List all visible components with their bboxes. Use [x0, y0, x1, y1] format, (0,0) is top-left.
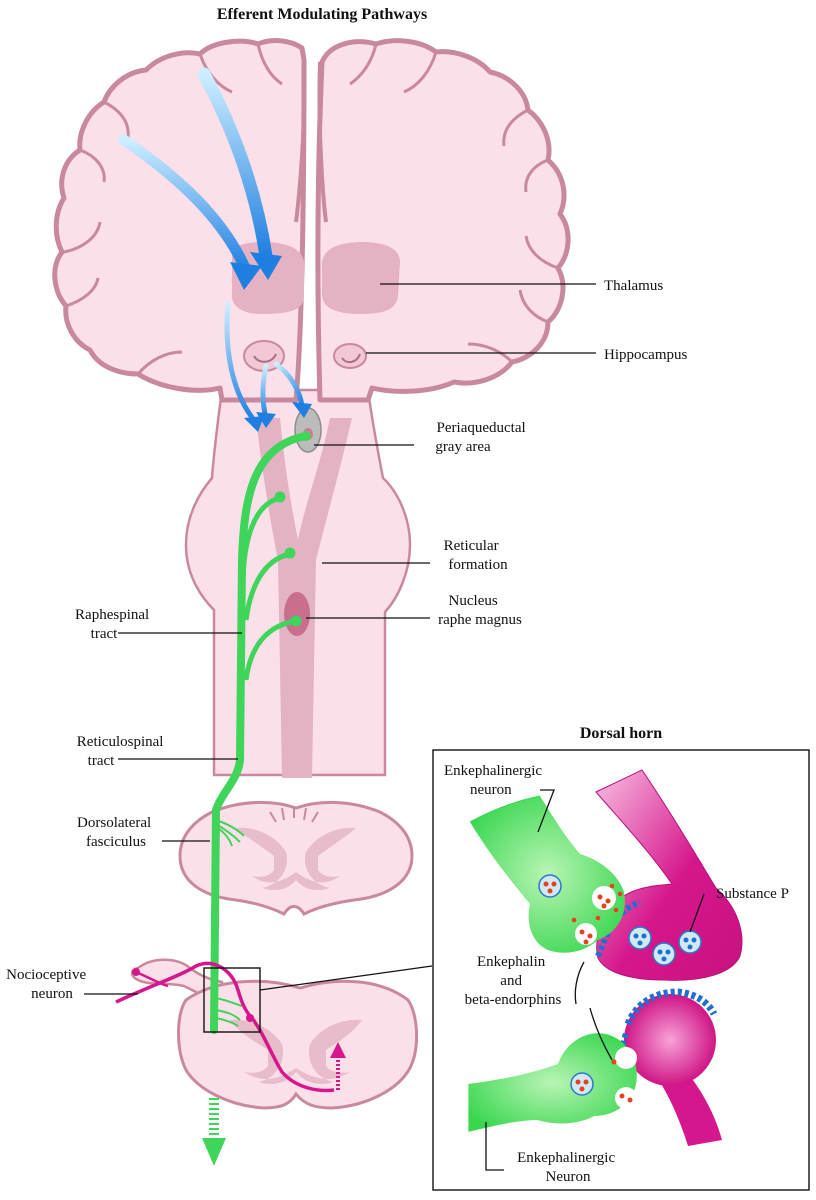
magenta-neuron-lower: [624, 994, 716, 1086]
main-labels: Thalamus Hippocampus Periaqueductal gray…: [6, 278, 687, 1002]
label-enkephalinergic-neuron-top: Enkephalinergic neuron: [444, 763, 546, 798]
reticulospinal-tract-line: [210, 432, 310, 1034]
dorsal-horn-zoom-box: [203, 967, 261, 1033]
substance-p-vesicles: [628, 926, 702, 966]
label-nucleus-raphe-magnus: Nucleus raphe magnus: [438, 593, 522, 628]
label-reticular-formation: Reticular formation: [444, 538, 508, 573]
dorsal-horn-inset: Dorsal horn: [432, 725, 810, 1191]
label-nocioceptive-neuron: Nocioceptive neuron: [6, 967, 90, 1002]
label-enkephalinergic-neuron-bottom: Enkephalinergic Neuron: [517, 1150, 619, 1185]
enkephalin-vesicles-lower: [570, 1047, 637, 1109]
cortical-descending-arrows: [118, 67, 312, 432]
label-enkephalin-beta-endorphins: Enkephalin and beta-endorphins: [465, 954, 562, 1008]
nociceptive-neuron-path: [115, 961, 346, 1093]
label-raphespinal-tract: Raphespinal tract: [75, 607, 153, 642]
green-descending-tracts: [202, 431, 311, 1166]
diagram-title: Efferent Modulating Pathways: [217, 6, 427, 23]
label-hippocampus: Hippocampus: [604, 347, 687, 363]
label-thalamus: Thalamus: [604, 278, 663, 294]
enkephalinergic-neuron-lower: [468, 1033, 637, 1132]
thalamus-right: [322, 242, 400, 314]
label-reticulospinal-tract: Reticulospinal tract: [77, 734, 167, 769]
nucleus-raphe-magnus: [284, 592, 310, 636]
enkephalinergic-neuron-upper: [470, 796, 625, 953]
magenta-neuron-upper: [595, 769, 743, 981]
inset-title: Dorsal horn: [580, 725, 662, 742]
label-dorsolateral-fasciculus: Dorsolateral fasciculus: [77, 815, 155, 850]
spinal-cord-section-lower: [130, 958, 419, 1110]
hippocampus-right: [333, 343, 367, 369]
label-periaqueductal-gray: Periaqueductal gray area: [435, 420, 529, 455]
label-substance-p: Substance P: [716, 886, 789, 902]
left-hemisphere: [52, 38, 307, 403]
enkephalin-vesicles-upper: [538, 874, 623, 945]
